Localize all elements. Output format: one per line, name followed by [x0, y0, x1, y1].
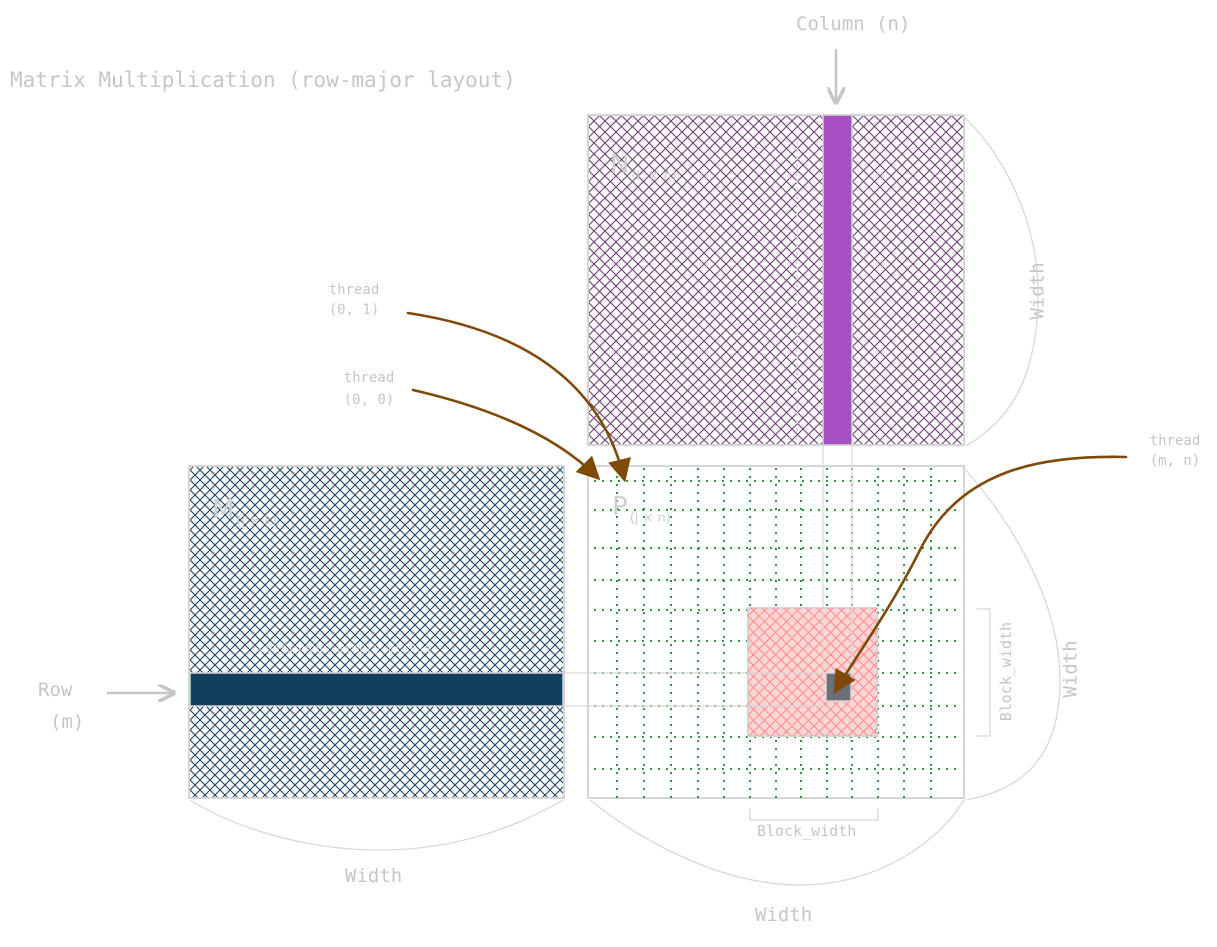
matrix-m-name-sub: (j × k) — [236, 514, 277, 529]
block-width-brace-v — [976, 608, 991, 737]
thread-01-label-line1: thread — [328, 282, 380, 298]
thread-mn-label-line2: (m, n) — [1149, 453, 1201, 469]
m-width-brace — [189, 799, 564, 851]
thread-mn-label-line1: thread — [1149, 433, 1201, 449]
row-m-label-line2: (m) — [50, 711, 85, 733]
column-n-label: Column (n) — [796, 13, 911, 35]
matrix-n — [587, 114, 965, 446]
diagram-title: Matrix Multiplication (row-major layout) — [10, 68, 516, 92]
thread-block-hatch — [748, 608, 877, 736]
matrix-n-name: N(k × n) — [610, 150, 677, 184]
thread-00-arrow — [411, 388, 601, 481]
p-width-label-bottom: Width — [755, 904, 813, 926]
matrix-m — [188, 465, 565, 799]
m-width-label: Width — [345, 865, 403, 887]
matrix-m-body — [188, 465, 565, 799]
p-width-brace-right — [963, 467, 1061, 801]
block-width-label-horizontal: Block_width — [757, 822, 857, 840]
matrix-n-column-n — [822, 114, 853, 446]
matrix-n-name-letter: N — [610, 150, 630, 180]
matrix-p-name: P(j × n) — [612, 492, 671, 526]
matrix-n-name-sub: (k × n) — [631, 169, 677, 184]
thread-arrows — [406, 311, 1128, 695]
thread-01-arrow — [406, 311, 631, 483]
row-m-label-line1: Row — [38, 679, 73, 701]
matrix-n-body — [587, 114, 965, 446]
block-width-label-vertical: Block_width — [997, 621, 1016, 722]
thread-mn-arrow — [833, 455, 1128, 695]
matrix-m-row-m — [189, 672, 564, 707]
thread-01-label-line2: (0, 1) — [328, 302, 380, 318]
thread-00-label-line1: thread — [343, 370, 395, 386]
projection-lines — [564, 445, 853, 707]
block-width-brace-h — [749, 808, 879, 821]
p-width-brace-bottom — [589, 799, 965, 886]
matrix-p-name-sub: (j × n) — [629, 511, 671, 526]
width-braces — [189, 116, 1061, 886]
n-width-label: Width — [1026, 262, 1049, 320]
thread-00-label-line2: (0, 0) — [343, 392, 395, 408]
matrix-m-row-caption: contiguous memory access — [258, 641, 432, 655]
n-width-brace — [963, 116, 1039, 447]
p-width-label-right: Width — [1059, 640, 1082, 698]
matrix-m-name: M(j × k) — [212, 495, 277, 529]
matrix-m-name-letter: M — [212, 495, 235, 525]
annotation-arrows — [106, 48, 836, 693]
matrix-p-name-letter: P — [612, 492, 628, 522]
